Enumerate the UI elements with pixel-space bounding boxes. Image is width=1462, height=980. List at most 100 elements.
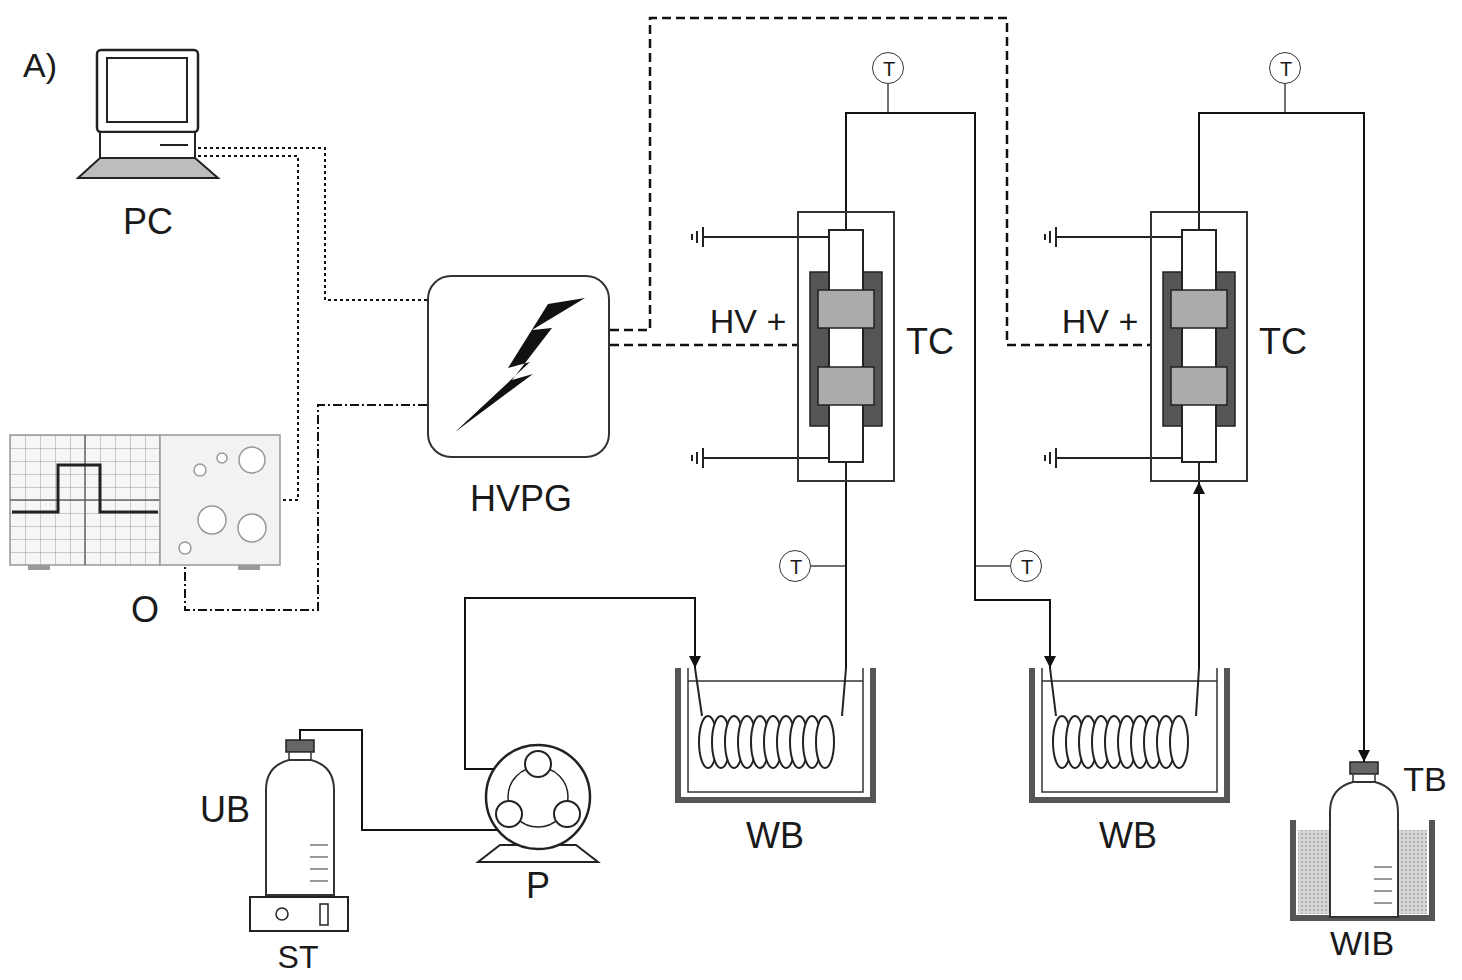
electrode xyxy=(1171,367,1227,405)
coil-winding xyxy=(1170,716,1188,768)
scope-knob xyxy=(238,514,266,542)
part-label: PC xyxy=(123,202,173,242)
control-cable xyxy=(198,156,298,500)
part-label: O xyxy=(131,590,159,630)
screen xyxy=(107,58,187,122)
oscilloscope: O xyxy=(8,433,282,567)
water-bath: WB xyxy=(678,668,873,800)
bath-inner-wall xyxy=(1042,668,1217,792)
pump-housing xyxy=(486,745,590,849)
computer-icon xyxy=(78,50,218,178)
panel-label: A) xyxy=(23,47,57,84)
bottle-cap xyxy=(1350,762,1378,774)
electrode xyxy=(818,367,874,405)
pump-roller xyxy=(525,751,551,777)
treatment-chamber: TC xyxy=(797,211,895,482)
control-cable xyxy=(198,148,427,300)
tube-stub xyxy=(1198,462,1200,482)
scope-knob xyxy=(179,542,191,554)
part-label: UB xyxy=(200,790,250,830)
bath-wall xyxy=(1032,668,1227,800)
square-pulse xyxy=(12,465,158,512)
treatment-tube xyxy=(829,230,863,462)
peristaltic-pump: P xyxy=(486,745,590,849)
tubing xyxy=(1198,482,1200,668)
coil-lead xyxy=(1050,668,1056,716)
scope-screen xyxy=(10,435,160,565)
oscilloscope-icon xyxy=(10,435,280,570)
scope-knob xyxy=(198,506,226,534)
heat-exchange-coil xyxy=(1053,716,1188,768)
part-label: WB xyxy=(746,816,804,856)
tubing xyxy=(465,598,695,769)
computer-base xyxy=(100,132,195,158)
temperature-sensor: T xyxy=(1269,52,1301,84)
tubing xyxy=(846,113,1050,668)
temperature-sensor: T xyxy=(779,550,811,582)
high-voltage-cable xyxy=(610,344,797,347)
scope-panel xyxy=(160,435,280,565)
temperature-sensor: T xyxy=(872,52,904,84)
sensor-stub xyxy=(975,565,1010,567)
drive-slot xyxy=(160,144,188,146)
tube-stub xyxy=(1198,211,1200,230)
pump-roller xyxy=(554,801,580,827)
bath-wall xyxy=(678,668,873,800)
sensor-label: T xyxy=(883,58,895,80)
scope-foot xyxy=(238,565,260,570)
sensor-label: T xyxy=(1280,58,1292,80)
untreated-bottle: UB xyxy=(265,740,335,895)
bottle-neck xyxy=(1353,774,1375,782)
ground-symbol xyxy=(1045,448,1182,468)
scope-knob xyxy=(194,464,206,476)
water-line xyxy=(688,680,863,682)
bottle-drawing xyxy=(266,740,334,895)
monitor xyxy=(97,50,198,132)
electrode xyxy=(818,290,874,328)
part-label: TB xyxy=(1403,761,1446,798)
graduation-marks xyxy=(1374,867,1392,903)
tube-stub xyxy=(845,462,847,482)
sensor-stub xyxy=(1284,84,1286,113)
ground-symbol xyxy=(1045,227,1182,247)
treated-bottle: TB xyxy=(1330,762,1398,912)
stirrer-plate xyxy=(250,897,348,931)
scope-knob xyxy=(217,453,227,463)
treatment-tube xyxy=(1182,230,1216,462)
computer: PC xyxy=(78,48,220,182)
part-label: WIB xyxy=(1330,925,1394,962)
tubing xyxy=(300,730,498,830)
treatment-chamber-inner xyxy=(692,211,882,482)
bath-inner-wall xyxy=(688,668,863,792)
signal-cable xyxy=(185,405,427,610)
lightning-symbol xyxy=(455,298,585,432)
scope-foot xyxy=(28,565,50,570)
coil-lead xyxy=(842,668,846,716)
graduation-marks xyxy=(310,845,328,881)
part-label: P xyxy=(526,866,550,906)
water-bath-drawing xyxy=(678,668,873,800)
water-ice-bath: TBWIB xyxy=(1293,820,1432,918)
magnetic-stirrer: ST xyxy=(250,897,348,931)
water-bath: WB xyxy=(1032,668,1227,800)
coil-winding xyxy=(816,716,834,768)
pulse-generator-box: HVPG xyxy=(427,275,610,458)
bottle-body xyxy=(266,760,334,895)
bottle-drawing xyxy=(1330,762,1398,917)
temperature-sensor: T xyxy=(1010,550,1042,582)
pump-roller xyxy=(496,801,522,827)
stirrer-switch xyxy=(320,904,328,925)
voltage-label: HV + xyxy=(707,303,790,340)
voltage-label: HV + xyxy=(1059,303,1142,340)
bottle-neck xyxy=(289,752,311,760)
ground-symbol xyxy=(692,448,829,468)
scope-axis xyxy=(10,499,160,501)
pump-drawing xyxy=(478,745,598,862)
stirrer-drawing xyxy=(250,897,348,931)
bottle-body xyxy=(1330,782,1398,917)
tube-stub xyxy=(845,211,847,230)
sensor-stub xyxy=(887,84,889,113)
